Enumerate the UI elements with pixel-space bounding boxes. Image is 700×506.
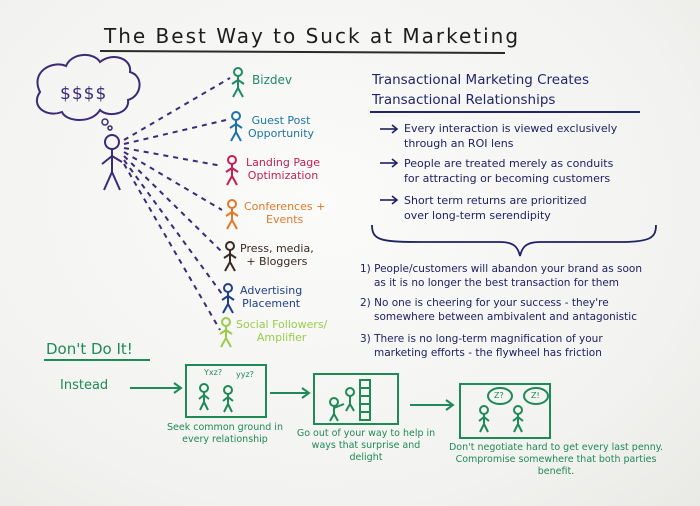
speech-bubble-1b: yyz? xyxy=(236,370,254,379)
caption-compromise: Don't negotiate hard to get every last p… xyxy=(448,442,663,477)
thought-dot-1 xyxy=(101,118,109,126)
point-2-line2: somewhere between ambivalent and antagon… xyxy=(374,311,637,323)
channel-figures xyxy=(219,67,245,348)
thought-bubble xyxy=(35,54,141,121)
channel-label-social: Social Followers/ Amplifier xyxy=(236,318,328,344)
marketer-figure xyxy=(101,134,123,191)
dashed-rays xyxy=(123,77,231,331)
point-2-line1: 2) No one is cheering for your success -… xyxy=(360,297,609,309)
thought-bubble-text: $$$$ xyxy=(60,84,108,104)
channel-label-landing-page: Landing Page Optimization xyxy=(246,156,320,182)
speech-bubble-3b: Z! xyxy=(531,391,540,400)
bullet-3-line2: over long-term serendipity xyxy=(404,209,551,222)
section-heading-line1: Transactional Marketing Creates xyxy=(372,72,590,88)
dont-do-it-label: Don't Do It! xyxy=(46,340,133,358)
point-1-line1: 1) People/customers will abandon your br… xyxy=(360,263,642,275)
bullet-3-line1: Short term returns are prioritized xyxy=(404,194,587,207)
page-title: The Best Way to Suck at Marketing xyxy=(104,24,521,48)
channel-label-guest-post: Guest Post Opportunity xyxy=(248,114,315,140)
bullet-2-line1: People are treated merely as conduits xyxy=(404,157,614,170)
caption-common-ground: Seek common ground in every relationship xyxy=(167,422,283,445)
speech-bubble-3a: Z? xyxy=(494,391,504,400)
caption-help: Go out of your way to help in ways that … xyxy=(296,428,436,463)
point-1-line2: as it is no longer the best transaction … xyxy=(374,277,620,289)
point-3-line2: marketing efforts - the flywheel has fri… xyxy=(374,347,602,359)
flow-arrows xyxy=(130,382,455,411)
panel-help xyxy=(313,373,399,425)
speech-bubble-1a: Yxz? xyxy=(204,368,223,377)
bullet-1-line1: Every interaction is viewed exclusively xyxy=(404,122,618,135)
channel-label-advertising: Advertising Placement xyxy=(240,284,303,310)
thought-dot-2 xyxy=(107,125,113,131)
bullet-arrows xyxy=(380,124,399,205)
section-heading-line2: Transactional Relationships xyxy=(372,92,556,108)
panel-compromise xyxy=(459,383,551,439)
panel-common-ground xyxy=(185,364,267,418)
curly-brace xyxy=(371,224,657,257)
channel-label-bizdev: Bizdev xyxy=(252,73,292,87)
instead-label: Instead xyxy=(60,378,109,393)
bullet-2-line2: for attracting or becoming customers xyxy=(404,172,611,185)
channel-label-conferences: Conferences + Events xyxy=(244,200,326,226)
point-3-line1: 3) There is no long-term magnification o… xyxy=(360,333,603,345)
channel-label-press: Press, media, + Bloggers xyxy=(240,242,314,268)
bullet-1-line2: through an ROI lens xyxy=(404,137,514,150)
